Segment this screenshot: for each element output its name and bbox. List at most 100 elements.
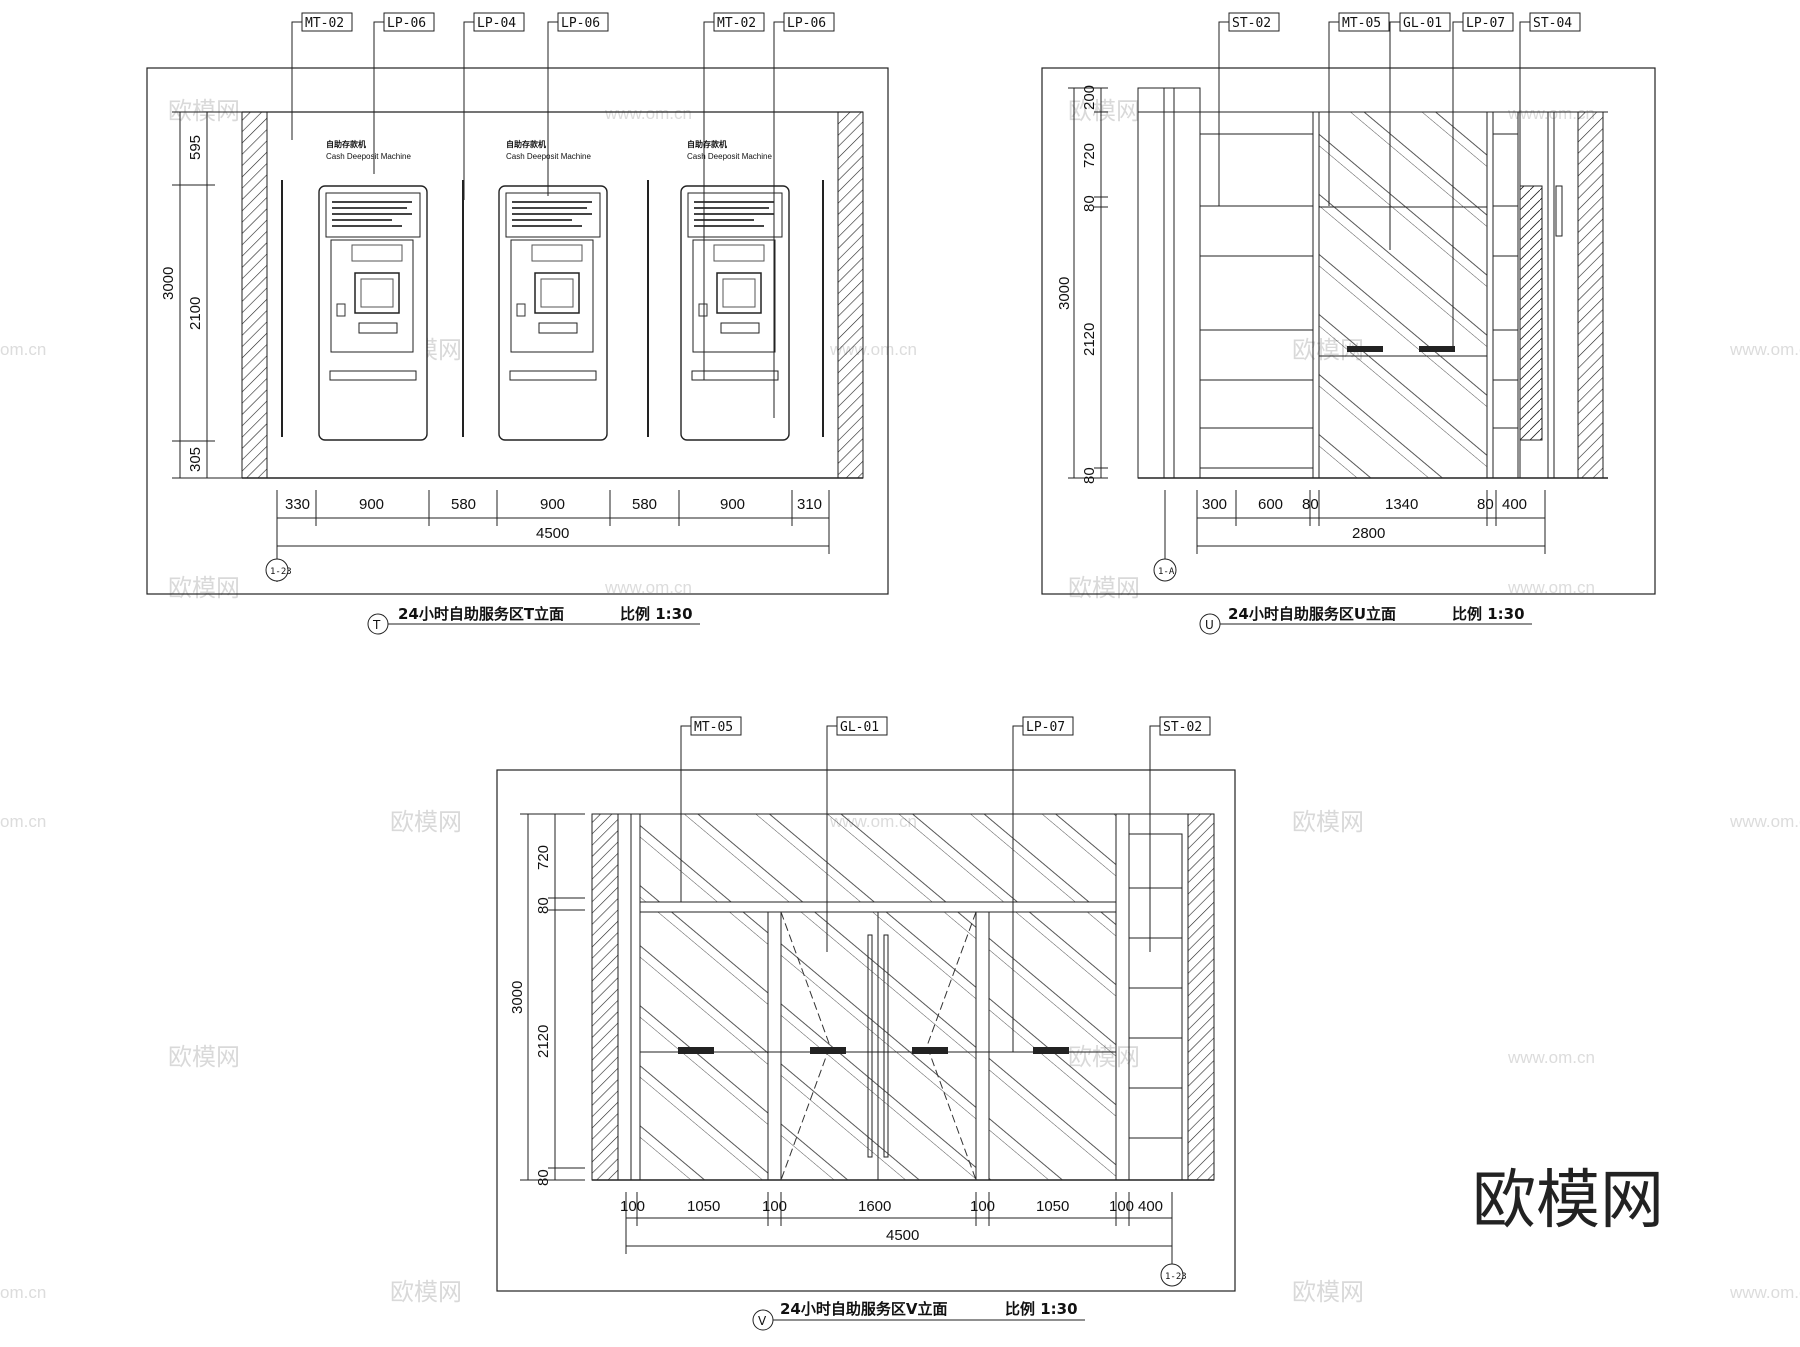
machine-label-en: Cash Deeposit Machine: [506, 152, 591, 161]
material-tag: LP-06: [561, 16, 600, 31]
axis-marker: 1-A: [1158, 567, 1175, 577]
watermark-url: www.om.cn: [1729, 1283, 1800, 1302]
elevation-title: 24小时自助服务区V立面: [780, 1300, 947, 1318]
dim-segment: 200: [1081, 85, 1098, 110]
stone-panel: [1199, 111, 1314, 479]
dim-segment: 1600: [858, 1198, 891, 1215]
dim-segment: 330: [285, 496, 310, 513]
watermark-brand: 欧模网: [390, 1278, 462, 1306]
dim-segment: 310: [797, 496, 822, 513]
watermark-url: www.om.cn: [604, 104, 692, 123]
dim-segment: 1050: [1036, 1198, 1069, 1215]
left-wall: [241, 111, 268, 479]
watermark-url: om.cn: [0, 340, 46, 359]
dim-mid: 2100: [187, 297, 204, 330]
watermark-url: www.om.cn: [1729, 812, 1800, 831]
axis-marker: 1-23: [1165, 1272, 1187, 1282]
dim-segment: 580: [632, 496, 657, 513]
dim-total-width: 4500: [536, 525, 569, 542]
horizontal-dimension-lines: [276, 490, 830, 582]
watermark-url: www.om.cn: [604, 578, 692, 597]
material-tag: GL-01: [840, 720, 879, 735]
watermark-url: om.cn: [0, 1283, 46, 1302]
glass-door: [1318, 206, 1488, 479]
dim-segment: 100: [762, 1198, 787, 1215]
elevation-scale: 比例 1:30: [620, 605, 693, 623]
machine-label-en: Cash Deeposit Machine: [687, 152, 772, 161]
machine-label-en: Cash Deeposit Machine: [326, 152, 411, 161]
material-tag: MT-05: [1342, 16, 1381, 31]
dim-segment: 100: [970, 1198, 995, 1215]
dim-top: 595: [187, 135, 204, 160]
elevation-title: 24小时自助服务区U立面: [1228, 605, 1396, 623]
dim-segment: 80: [1081, 195, 1098, 212]
elevation-symbol: T: [372, 618, 381, 632]
frame: [1041, 67, 1656, 595]
machine-label-cn: 自助存款机: [326, 139, 366, 149]
frame: [496, 769, 1236, 1292]
elevation-symbol: U: [1205, 618, 1214, 632]
material-tag: LP-04: [477, 16, 516, 31]
dim-segment: 600: [1258, 496, 1283, 513]
dim-total-width: 4500: [886, 1227, 919, 1244]
watermark-url: www.om.cn: [1507, 104, 1595, 123]
elevation-title: 24小时自助服务区T立面: [398, 605, 564, 623]
dim-segment: 1340: [1385, 496, 1418, 513]
dim-segment: 80: [535, 1169, 552, 1186]
material-tag: GL-01: [1403, 16, 1442, 31]
dim-segment: 720: [535, 845, 552, 870]
watermark-brand: 欧模网: [390, 808, 462, 836]
dim-segment: 100: [620, 1198, 645, 1215]
dim-segment: 80: [535, 897, 552, 914]
material-tag: LP-07: [1466, 16, 1505, 31]
glass-panel: [639, 911, 769, 1181]
dim-segment: 580: [451, 496, 476, 513]
atm-machine-3: 自助存款机 Cash Deeposit Machine: [680, 139, 790, 441]
elevation-t: 自助存款机 Cash Deeposit Machine 自助存款机 Cash D…: [146, 12, 889, 635]
dim-total-height: 3000: [160, 267, 177, 300]
elevation-symbol: V: [758, 1314, 767, 1328]
brand-logo-text: 欧模网: [1472, 1164, 1664, 1238]
axis-marker: 1-23: [270, 567, 292, 577]
dim-segment: 900: [720, 496, 745, 513]
dim-segment: 720: [1081, 143, 1098, 168]
material-tag: MT-05: [694, 720, 733, 735]
machine-label-cn: 自助存款机: [687, 139, 727, 149]
frame: [146, 67, 889, 595]
atm-machine-1: 自助存款机 Cash Deeposit Machine: [318, 139, 428, 441]
watermark-url: www.om.cn: [1507, 1048, 1595, 1067]
watermark-url: om.cn: [0, 812, 46, 831]
watermark-brand: 欧模网: [168, 97, 240, 125]
dim-segment: 300: [1202, 496, 1227, 513]
elevation-v: MT-05 GL-01 LP-07 ST-02 3000 720 80 2120…: [496, 716, 1236, 1331]
glass-panel: [988, 911, 1117, 1181]
dim-segment: 2120: [535, 1025, 552, 1058]
left-wall: [591, 813, 619, 1181]
vertical-dimension-lines: [172, 111, 242, 479]
elevation-scale: 比例 1:30: [1452, 605, 1525, 623]
horizontal-dimension-lines: [625, 1192, 1173, 1272]
dim-segment: 1050: [687, 1198, 720, 1215]
material-tag: LP-06: [787, 16, 826, 31]
dim-total-width: 2800: [1352, 525, 1385, 542]
watermark-brand: 欧模网: [1068, 574, 1140, 602]
dim-segment: 80: [1081, 467, 1098, 484]
material-tag: LP-07: [1026, 720, 1065, 735]
material-tag: ST-04: [1533, 16, 1572, 31]
glass-transom: [639, 813, 1117, 903]
dim-segment: 100: [1109, 1198, 1134, 1215]
dim-segment: 900: [359, 496, 384, 513]
watermark-brand: 欧模网: [1292, 1278, 1364, 1306]
material-tag: ST-02: [1232, 16, 1271, 31]
dim-segment: 400: [1138, 1198, 1163, 1215]
material-tag: LP-06: [387, 16, 426, 31]
glass-top: [1318, 111, 1488, 208]
watermark-url: www.om.cn: [1507, 578, 1595, 597]
atm-machine-2: 自助存款机 Cash Deeposit Machine: [498, 139, 608, 441]
watermark-brand: 欧模网: [1292, 808, 1364, 836]
vertical-dimension-lines: [520, 813, 585, 1181]
dim-segment: 400: [1502, 496, 1527, 513]
watermark-url: www.om.cn: [1729, 340, 1800, 359]
watermark-brand: 欧模网: [168, 1043, 240, 1071]
